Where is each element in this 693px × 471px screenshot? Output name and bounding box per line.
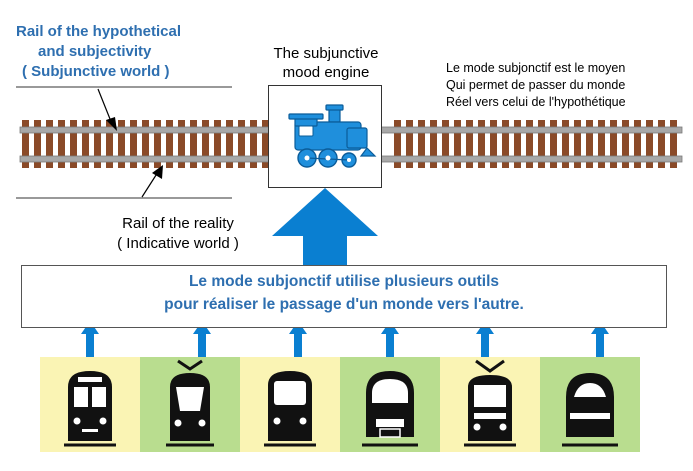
track-sleeper — [646, 120, 653, 168]
track-sleeper — [94, 120, 101, 168]
track-sleeper — [670, 120, 677, 168]
locomotive-icon — [288, 104, 377, 168]
engine-title-line2: mood engine — [282, 64, 370, 81]
upper-rail-pointer — [97, 88, 117, 131]
main-box-line1: Le mode subjonctif utilise plusieurs out… — [188, 273, 500, 290]
track-sleeper — [190, 120, 197, 168]
track-sleeper — [178, 120, 185, 168]
reality-rail-line1: Rail of the reality — [122, 215, 234, 232]
track-sleeper — [394, 120, 401, 168]
engine-title-line1: The subjunctive — [273, 45, 379, 62]
vehicle-tile-highspeed — [340, 357, 440, 452]
metro-icon — [64, 371, 116, 447]
main-up-arrow — [272, 188, 378, 266]
reality-rail-label: Rail of the reality ( Indicative world ) — [88, 214, 268, 254]
small-up-arrow — [381, 321, 399, 357]
track-sleeper — [202, 120, 209, 168]
track-sleeper — [502, 120, 509, 168]
hypothetical-rail-line1: Rail of the hypothetical — [16, 23, 182, 40]
track-sleeper — [418, 120, 425, 168]
track-sleeper — [454, 120, 461, 168]
bullet-train-icon — [562, 373, 618, 447]
track-sleeper — [598, 120, 605, 168]
french-note-line3: Réel vers celui de l'hypothétique — [446, 95, 626, 109]
track-sleeper — [430, 120, 437, 168]
engine-title: The subjunctive mood engine — [258, 44, 394, 82]
track-sleeper — [46, 120, 53, 168]
small-up-arrow — [591, 321, 609, 357]
track-sleepers — [22, 120, 677, 168]
track-sleeper — [586, 120, 593, 168]
track-sleeper — [562, 120, 569, 168]
french-note-line2: Qui permet de passer du monde — [446, 78, 626, 92]
hypothetical-rail-line2: and subjectivity — [38, 43, 152, 60]
track-sleeper — [166, 120, 173, 168]
small-up-arrow — [193, 321, 211, 357]
small-up-arrow — [289, 321, 307, 357]
vehicle-tile-tram — [140, 357, 240, 452]
track-sleeper — [658, 120, 665, 168]
track-sleeper — [478, 120, 485, 168]
vehicle-tile-lightrail — [440, 357, 540, 452]
track-sleeper — [550, 120, 557, 168]
commuter-train-icon — [264, 371, 316, 447]
high-speed-train-icon — [362, 371, 418, 447]
track-sleeper — [490, 120, 497, 168]
track-sleeper — [526, 120, 533, 168]
track-sleeper — [130, 120, 137, 168]
french-note-line1: Le mode subjonctif est le moyen — [446, 61, 626, 75]
track-sleeper — [262, 120, 269, 168]
hypothetical-rail-label: Rail of the hypothetical and subjectivit… — [16, 22, 246, 82]
small-up-arrows — [81, 321, 609, 357]
track-sleeper — [58, 120, 65, 168]
track-sleeper — [34, 120, 41, 168]
light-rail-icon — [464, 359, 516, 447]
main-box-line2: pour réaliser le passage d'un monde vers… — [164, 296, 524, 313]
track-sleeper — [250, 120, 257, 168]
vehicle-tile-commuter — [240, 357, 340, 452]
track-sleeper — [238, 120, 245, 168]
main-box-text: Le mode subjonctif utilise plusieurs out… — [21, 270, 667, 316]
vehicle-tile-bullet — [540, 357, 640, 452]
track-sleeper — [466, 120, 473, 168]
track-sleeper — [214, 120, 221, 168]
french-note: Le mode subjonctif est le moyen Qui perm… — [446, 60, 686, 111]
track-sleeper — [406, 120, 413, 168]
tram-icon — [166, 359, 214, 447]
track-sleeper — [538, 120, 545, 168]
small-up-arrow — [476, 321, 494, 357]
lower-rail-pointer — [141, 165, 163, 198]
vehicles-strip — [40, 357, 640, 452]
track-sleeper — [142, 120, 149, 168]
vehicle-tile-metro — [40, 357, 140, 452]
main-box — [21, 265, 667, 328]
track-sleeper — [154, 120, 161, 168]
engine-box — [268, 85, 382, 188]
track-sleeper — [106, 120, 113, 168]
track-sleeper — [442, 120, 449, 168]
track-sleeper — [514, 120, 521, 168]
track-sleeper — [622, 120, 629, 168]
track-sleeper — [634, 120, 641, 168]
track-sleeper — [82, 120, 89, 168]
track-sleeper — [70, 120, 77, 168]
small-up-arrow — [81, 321, 99, 357]
track-sleeper — [226, 120, 233, 168]
track-sleeper — [574, 120, 581, 168]
track-sleeper — [22, 120, 29, 168]
track-sleeper — [610, 120, 617, 168]
track-sleeper — [118, 120, 125, 168]
reality-rail-line2: ( Indicative world ) — [117, 235, 239, 252]
hypothetical-rail-line3: ( Subjunctive world ) — [22, 63, 170, 80]
